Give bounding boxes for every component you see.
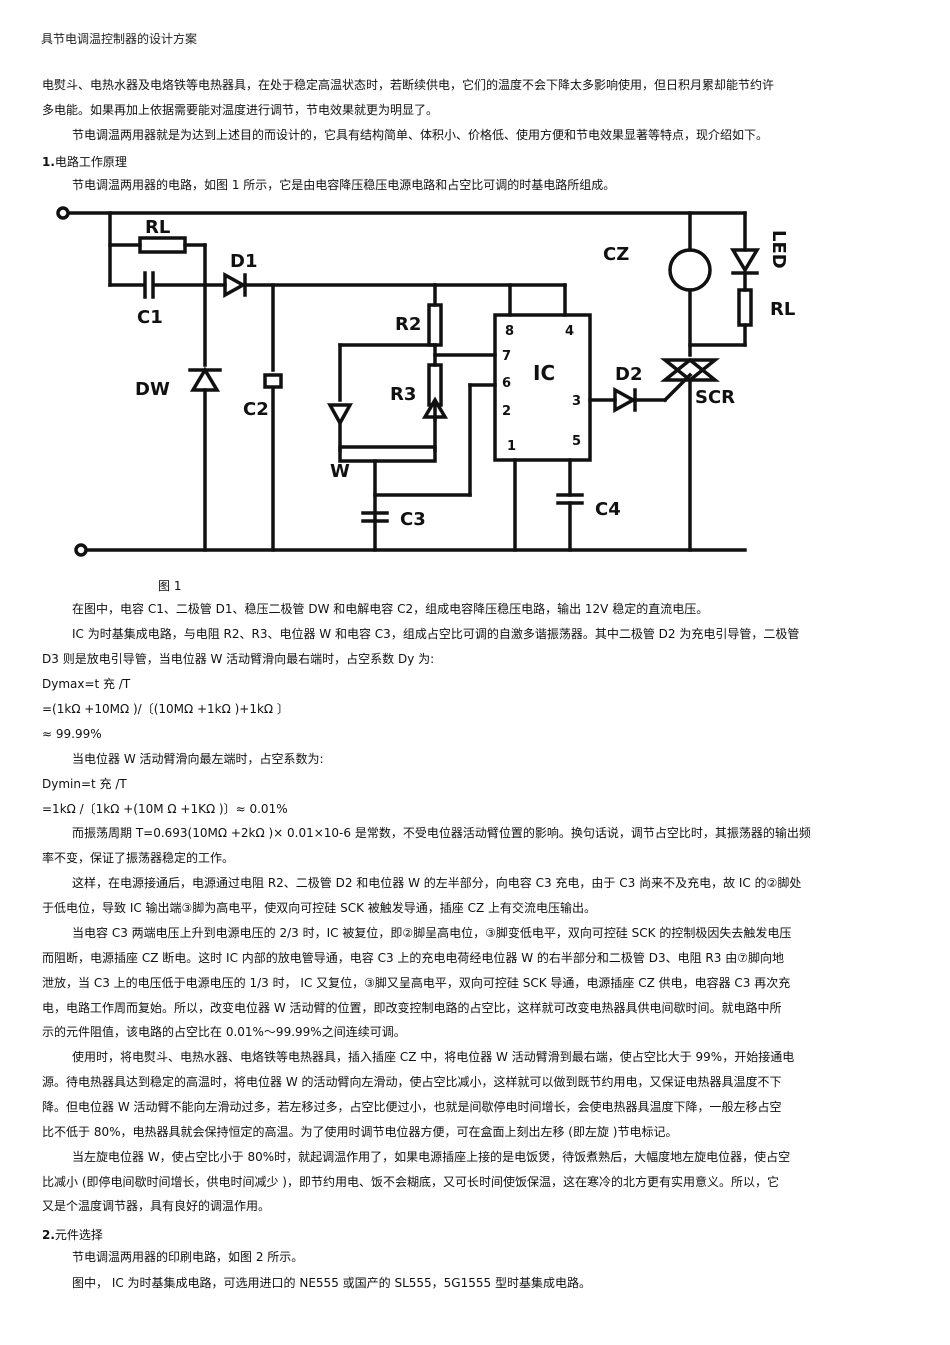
paragraph-line: 又是个温度调节器，具有良好的调温作用。: [42, 1199, 271, 1213]
formula-line: =1kΩ /〔1kΩ +(10M Ω +1KΩ )〕≈ 0.01%: [42, 802, 288, 816]
label-c2: C2: [243, 399, 269, 420]
paragraph-line: 而阻断，电源插座 CZ 断电。这时 IC 内部的放电管导通，电容 C3 上的充电…: [42, 951, 784, 965]
label-pin4: 4: [565, 324, 574, 339]
paragraph-line: 降。但电位器 W 活动臂不能向左滑动过多，若左移过多，占空比便过小，也就是间歇停…: [42, 1100, 782, 1114]
paragraph-line: 电熨斗、电热水器及电烙铁等电热器具，在处于稳定高温状态时，若断续供电，它们的温度…: [42, 78, 775, 92]
label-pin5: 5: [572, 434, 581, 449]
paragraph-line: 于低电位，导致 IC 输出端③脚为高电平，使双向可控硅 SCK 被触发导通，插座…: [42, 901, 597, 915]
label-pin1: 1: [507, 439, 516, 454]
section-heading-2: 2.元件选择: [42, 1226, 103, 1243]
section-number: 2.: [42, 1228, 55, 1242]
label-rl-right: RL: [770, 299, 795, 320]
paragraph-line: 使用时，将电熨斗、电热水器、电烙铁等电热器具，插入插座 CZ 中，将电位器 W …: [72, 1050, 795, 1064]
circuit-diagram: RL D1 C1 DW C2 R2 R3 IC 8 4 7 6 2 1 3 5 …: [45, 195, 830, 565]
paragraph-line: 图中， IC 为时基集成电路，可选用进口的 NE555 或国产的 SL555，5…: [72, 1276, 591, 1290]
label-r3: R3: [390, 384, 416, 405]
paragraph-line: D3 则是放电引导管，当电位器 W 活动臂滑向最右端时，占空系数 Dy 为:: [42, 652, 435, 666]
formula-line: ≈ 99.99%: [42, 727, 102, 741]
figure-caption: 图 1: [158, 579, 182, 593]
paragraph-line: 比减小 (即停电间歇时间增长，供电时间减少 )，即节约用电、饭不会糊底，又可长时…: [42, 1175, 779, 1189]
label-dw: DW: [135, 379, 170, 400]
page-header: 具节电调温控制器的设计方案: [41, 32, 198, 46]
section-title: 电路工作原理: [54, 155, 127, 169]
label-ic: IC: [533, 361, 555, 385]
paragraph-line: 泄放，当 C3 上的电压低于电源电压的 1/3 时， IC 又复位，③脚又呈高电…: [42, 976, 791, 990]
label-c3: C3: [400, 509, 426, 530]
label-pin8: 8: [505, 324, 514, 339]
label-led: LED: [768, 230, 789, 269]
paragraph-line: 节电调温两用器的电路，如图 1 所示，它是由电容降压稳压电源电路和占空比可调的时…: [72, 178, 616, 192]
circuit-svg: RL D1 C1 DW C2 R2 R3 IC 8 4 7 6 2 1 3 5 …: [56, 206, 795, 557]
section-title: 元件选择: [54, 1228, 103, 1242]
label-pin7: 7: [502, 349, 511, 364]
paragraph-line: 这样，在电源接通后，电源通过电阻 R2、二极管 D2 和电位器 W 的左半部分，…: [72, 876, 802, 890]
paragraph-line: 率不变，保证了振荡器稳定的工作。: [42, 851, 235, 865]
paragraph-line: 源。待电热器具达到稳定的高温时，将电位器 W 的活动臂向左滑动，使占空比减小，这…: [42, 1075, 782, 1089]
paragraph-line: 节电调温两用器的印刷电路，如图 2 所示。: [72, 1250, 304, 1264]
label-pin6: 6: [502, 376, 511, 391]
formula-line: Dymax=t 充 /T: [42, 677, 131, 691]
paragraph-line: IC 为时基集成电路，与电阻 R2、R3、电位器 W 和电容 C3，组成占空比可…: [72, 627, 800, 641]
paragraph-line: 当电容 C3 两端电压上升到电源电压的 2/3 时，IC 被复位，即②脚呈高电位…: [72, 926, 792, 940]
paragraph-line: 示的元件阻值，该电路的占空比在 0.01%～99.99%之间连续可调。: [42, 1025, 406, 1039]
paragraph-line: 比不低于 80%，电热器具就会保持恒定的高温。为了使用时调节电位器方便，可在盒面…: [42, 1125, 678, 1139]
paragraph-line: 在图中，电容 C1、二极管 D1、稳压二极管 DW 和电解电容 C2，组成电容降…: [72, 602, 709, 616]
label-c1: C1: [137, 307, 163, 328]
paragraph-line: 而振荡周期 T=0.693(10MΩ +2kΩ )× 0.01×10-6 是常数…: [72, 826, 811, 840]
paragraph-line: 当左旋电位器 W，使占空比小于 80%时，就起调温作用了，如果电源插座上接的是电…: [72, 1150, 791, 1164]
section-heading-1: 1.电路工作原理: [42, 153, 127, 170]
label-r2: R2: [395, 314, 421, 335]
label-cz: CZ: [603, 244, 629, 265]
formula-line: =(1kΩ +10MΩ )/〔(10MΩ +1kΩ )+1kΩ 〕: [42, 702, 289, 716]
section-number: 1.: [42, 155, 55, 169]
paragraph-line: 当电位器 W 活动臂滑向最左端时，占空系数为:: [72, 752, 324, 766]
label-pin2: 2: [502, 404, 511, 419]
label-w: W: [330, 461, 350, 482]
label-c4: C4: [595, 499, 621, 520]
formula-line: Dymin=t 充 /T: [42, 777, 127, 791]
label-d1: D1: [230, 251, 257, 272]
label-scr: SCR: [695, 387, 735, 408]
label-rl-top: RL: [145, 217, 170, 238]
paragraph-line: 电，电路工作周而复始。所以，改变电位器 W 活动臂的位置，即改变控制电路的占空比…: [42, 1001, 782, 1015]
paragraph-line: 节电调温两用器就是为达到上述目的而设计的，它具有结构简单、体积小、价格低、使用方…: [72, 128, 769, 142]
paragraph-line: 多电能。如果再加上依据需要能对温度进行调节，节电效果就更为明显了。: [42, 103, 439, 117]
label-pin3: 3: [572, 394, 581, 409]
label-d2: D2: [615, 364, 642, 385]
